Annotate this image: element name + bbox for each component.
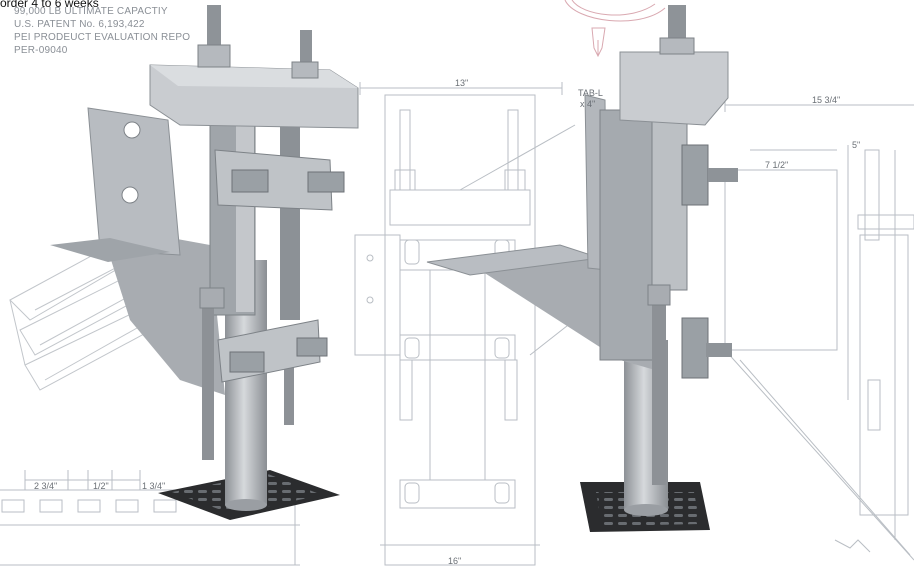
post-jack-front-view bbox=[50, 5, 359, 520]
spec-evaluation: PEI PRODEUCT EVALUATION REPO bbox=[14, 32, 191, 43]
dimension-label: TAB-L bbox=[578, 88, 603, 98]
dimension-label: 7 1/2" bbox=[765, 160, 789, 170]
background-drawing-bottom-left bbox=[0, 470, 300, 566]
dimension-label: 1/2" bbox=[93, 481, 109, 491]
spec-report-id: PER-09040 bbox=[14, 45, 68, 56]
spec-patent: U.S. PATENT No. 6,193,422 bbox=[14, 19, 145, 30]
dimension-label: x 4" bbox=[580, 99, 596, 109]
background-drawing-right bbox=[724, 100, 914, 561]
order-lead-time: order 4 to 6 weeks bbox=[0, 0, 99, 10]
dimension-label: 1 3/4" bbox=[142, 481, 166, 491]
spec-capacity: 99,000 LB ULTIMATE CAPACTIY bbox=[14, 6, 168, 17]
dimension-label: 15 3/4" bbox=[812, 95, 841, 105]
dimension-label: 16" bbox=[448, 556, 462, 566]
dimension-label: 5" bbox=[852, 140, 861, 150]
background-drawing-top-symbol bbox=[564, 0, 666, 58]
dimension-label: 2 3/4" bbox=[34, 481, 58, 491]
dimension-label: 13" bbox=[455, 78, 469, 88]
post-jack-side-view bbox=[426, 5, 738, 532]
